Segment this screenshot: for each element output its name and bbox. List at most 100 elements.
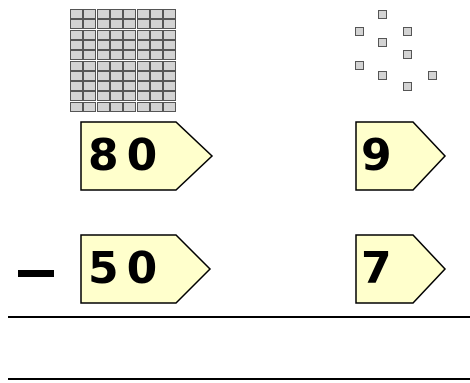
tens-rod-cube <box>70 71 83 81</box>
ones-cube <box>378 38 387 47</box>
minuend-ones-tag: 9 <box>355 121 447 191</box>
tens-rod-cube <box>163 91 176 101</box>
tens-rod-cube <box>97 102 110 112</box>
tens-rod-cube <box>123 40 136 50</box>
tens-rod-cube <box>83 40 96 50</box>
ones-cube <box>355 61 364 70</box>
tens-rod-cube <box>137 91 150 101</box>
tens-rod-cube <box>110 40 123 50</box>
tens-rod-cube <box>123 61 136 71</box>
tens-rod-cube <box>97 61 110 71</box>
tens-rod-cube <box>97 9 110 19</box>
tens-rod-cube <box>150 91 163 101</box>
tens-rod-cube <box>163 61 176 71</box>
tens-rod-cube <box>70 40 83 50</box>
tens-rod-cube <box>163 71 176 81</box>
tens-rod-cube <box>163 102 176 112</box>
tens-rod-cube <box>70 50 83 60</box>
tens-rod-cube <box>83 19 96 29</box>
minuend-zero-digit: 0 <box>127 134 166 178</box>
tens-rod-cube <box>97 19 110 29</box>
tens-rod-cube <box>110 102 123 112</box>
tens-rod-cube <box>163 19 176 29</box>
tens-rod-cube <box>163 50 176 60</box>
tens-rod-cube <box>97 91 110 101</box>
tens-rod-cube <box>70 91 83 101</box>
tens-rod-cube <box>123 19 136 29</box>
tens-rod-cube <box>70 102 83 112</box>
ones-cubes <box>350 5 445 95</box>
tens-rod-cube <box>83 61 96 71</box>
tens-rod-cube <box>163 9 176 19</box>
tens-rod-cube <box>70 81 83 91</box>
ones-cube <box>378 10 387 19</box>
tens-rod-cube <box>70 30 83 40</box>
tens-rod-cube <box>110 30 123 40</box>
tens-rod-cube <box>110 50 123 60</box>
tens-rod-cube <box>150 40 163 50</box>
tens-rod-cube <box>137 30 150 40</box>
tens-rod-cube <box>83 30 96 40</box>
ones-cube <box>403 82 412 91</box>
tens-rod-cube <box>70 19 83 29</box>
subtrahend-tens-digit: 5 <box>88 247 127 291</box>
tens-rod-cube <box>163 40 176 50</box>
tens-rod-cube <box>123 9 136 19</box>
tens-rod-cube <box>150 102 163 112</box>
tens-rod-cube <box>123 71 136 81</box>
tens-rod-cube <box>137 61 150 71</box>
ones-cube <box>403 27 412 36</box>
tens-rod-cube <box>137 9 150 19</box>
tens-rod-cube <box>150 19 163 29</box>
minuend-ones-digit: 9 <box>361 134 400 178</box>
tens-rod-cube <box>150 61 163 71</box>
tens-rod-cube <box>83 9 96 19</box>
tens-rod-cube <box>123 102 136 112</box>
tens-rod-cube <box>123 50 136 60</box>
tens-rod-cube <box>110 19 123 29</box>
tens-rod-cube <box>137 50 150 60</box>
tens-rod-cube <box>70 9 83 19</box>
tens-rod-cube <box>70 61 83 71</box>
tens-rod-cube <box>150 71 163 81</box>
tens-rod-cube <box>97 30 110 40</box>
tens-rod-cube <box>97 81 110 91</box>
tens-blocks <box>70 9 178 113</box>
ones-cube <box>378 71 387 80</box>
tens-rod-cube <box>110 61 123 71</box>
tens-rod-cube <box>123 81 136 91</box>
ones-cube <box>403 50 412 59</box>
tens-rod-cube <box>163 81 176 91</box>
minuend-tens-digit: 8 <box>88 134 127 178</box>
tens-rod-cube <box>137 102 150 112</box>
subtrahend-ones-digits: 7 <box>355 234 400 304</box>
tens-rod-cube <box>110 9 123 19</box>
tens-rod-cube <box>110 91 123 101</box>
tens-rod-cube <box>150 50 163 60</box>
tens-rod-cube <box>150 9 163 19</box>
tens-rod-cube <box>150 30 163 40</box>
subtrahend-zero-digit: 0 <box>127 247 166 291</box>
tens-rod-cube <box>137 19 150 29</box>
tens-rod-cube <box>97 50 110 60</box>
tens-rod-cube <box>83 81 96 91</box>
tens-rod-cube <box>137 81 150 91</box>
tens-rod-cube <box>137 40 150 50</box>
subtrahend-ones-digit: 7 <box>361 247 400 291</box>
tens-rod-cube <box>83 91 96 101</box>
tens-rod-cube <box>83 102 96 112</box>
tens-rod-cube <box>150 81 163 91</box>
tens-rod-cube <box>83 50 96 60</box>
tens-rod-cube <box>83 71 96 81</box>
tens-rod-cube <box>110 81 123 91</box>
tens-rod-cube <box>123 30 136 40</box>
tens-rod-cube <box>137 71 150 81</box>
minuend-ones-digits: 9 <box>355 121 400 191</box>
answer-line-bottom <box>8 378 470 380</box>
answer-line-top <box>8 316 470 318</box>
ones-cube <box>428 71 437 80</box>
